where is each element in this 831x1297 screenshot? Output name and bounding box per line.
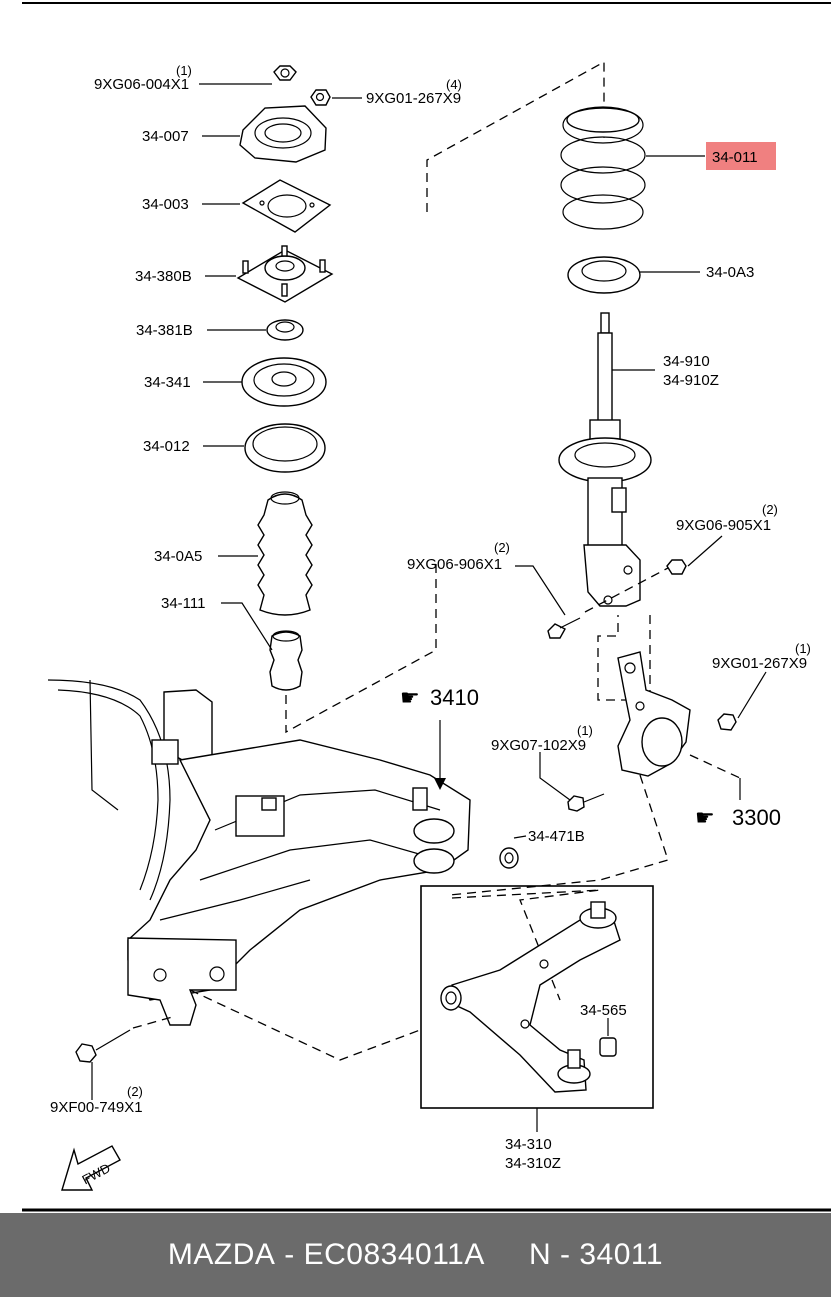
fwd-arrow-icon (61, 1145, 121, 1191)
nut-9xg06-905x1 (666, 559, 687, 575)
label-9xg06-004x1-qty: (1) (176, 63, 192, 78)
assembly-line-strut (285, 560, 437, 734)
label-34-381b: 34-381B (136, 322, 193, 339)
footer-separator-2: - (551, 1238, 580, 1271)
label-34-111: 34-111 (161, 595, 205, 612)
label-34-011: 34-011 (712, 149, 758, 166)
part-34-012-seat (244, 423, 326, 473)
assembly-line-bolt (584, 567, 669, 613)
part-34-007-plate (239, 105, 327, 163)
label-34-0a3: 34-0A3 (706, 264, 754, 281)
footer-n: N (529, 1238, 552, 1271)
label-9xg06-004x1: 9XG06-004X1 (94, 76, 189, 93)
label-34-0a5: 34-0A5 (154, 548, 202, 565)
bolt-9xg07-102x9 (567, 793, 605, 812)
leader-9xg01-knuckle (737, 671, 767, 719)
label-34-565: 34-565 (580, 1002, 627, 1019)
label-3410: 3410 (430, 685, 479, 710)
part-34-910-strut (558, 312, 652, 607)
label-34-910: 34-910 (663, 353, 710, 370)
part-steering-knuckle (617, 651, 691, 777)
part-34-011-coil-spring (560, 106, 646, 230)
assembly-line-subframe (189, 989, 421, 1061)
label-9xg07-102x9: 9XG07-102X9 (491, 737, 586, 754)
label-34-310: 34-310 (505, 1136, 552, 1153)
nut-9xg06-004x1 (273, 65, 297, 81)
assembly-line-3300 (689, 754, 741, 779)
assembly-line-spring (426, 60, 605, 212)
part-34-310-lower-arm (440, 901, 621, 1093)
nut-9xg01-267x9-knuckle (717, 713, 737, 731)
assembly-line-box (451, 889, 601, 1001)
leaders-right (515, 155, 723, 616)
leaders-left (199, 83, 362, 651)
footer-oem-number: EC0834011A (303, 1238, 485, 1271)
part-34-565 (599, 1037, 617, 1057)
footer-part-number: 34011 (579, 1238, 664, 1271)
label-9xg01-267x9-top: 9XG01-267X9 (366, 90, 461, 107)
part-34-381b-bushing (266, 319, 304, 341)
label-3300: 3300 (732, 805, 781, 830)
part-34-111-bumpstop (269, 630, 303, 691)
label-34-003: 34-003 (142, 196, 189, 213)
label-9xg01-267x9-top-qty: (4) (446, 77, 462, 92)
icon-3410-pointer: ☛ (400, 685, 420, 710)
leader-9xg07 (539, 752, 571, 801)
part-34-0a5-boot (257, 491, 313, 616)
bolt-9xg06-906x1 (547, 617, 581, 639)
highlight-34-011 (706, 142, 776, 170)
label-34-310z: 34-310Z (505, 1155, 561, 1172)
assembly-line-knuckle (597, 615, 651, 701)
footer-separator: - (275, 1238, 304, 1271)
part-34-003-gasket (241, 179, 332, 233)
part-34-471b (499, 847, 519, 869)
footer-brand: MAZDA (167, 1238, 276, 1271)
part-subframe (47, 679, 471, 1026)
part-34-0a3-seat (567, 256, 641, 294)
label-34-007: 34-007 (142, 128, 189, 145)
label-9xg01-267x9-knuckle-qty: (1) (795, 641, 811, 656)
label-9xf00-749x1-qty: (2) (127, 1084, 143, 1099)
label-9xf00-749x1: 9XF00-749X1 (50, 1099, 143, 1116)
nut-9xg01-267x9-top (310, 89, 331, 106)
label-9xg06-906x1-qty: (2) (494, 540, 510, 555)
footer-bar: MAZDA - EC0834011A N - 34011 (0, 1213, 831, 1297)
part-34-341-bearing (241, 357, 327, 407)
part-34-380b-mount (236, 245, 334, 303)
label-34-012: 34-012 (143, 438, 190, 455)
label-34-910z: 34-910Z (663, 372, 719, 389)
label-9xg07-102x9-qty: (1) (577, 723, 593, 738)
label-9xg01-267x9-knuckle: 9XG01-267X9 (712, 655, 807, 672)
icon-3300-pointer: ☛ (695, 805, 715, 830)
label-34-380b: 34-380B (135, 268, 192, 285)
bolt-9xf00-749x1 (75, 1029, 131, 1063)
part-labels: (1) 9XG06-004X1 (4) 9XG01-267X9 34-007 3… (50, 63, 811, 1187)
leader-34-471b (513, 835, 527, 839)
footer-gap (485, 1238, 529, 1272)
label-34-471b: 34-471B (528, 828, 585, 845)
assembly-line-bolt-lower (132, 1015, 177, 1029)
label-9xg06-905x1-qty: (2) (762, 502, 778, 517)
arrow-3410 (434, 778, 446, 790)
label-9xg06-905x1: 9XG06-905X1 (676, 517, 771, 534)
assembly-line-balljoint (449, 774, 669, 896)
label-9xg06-906x1: 9XG06-906X1 (407, 556, 502, 573)
label-34-341: 34-341 (144, 374, 191, 391)
